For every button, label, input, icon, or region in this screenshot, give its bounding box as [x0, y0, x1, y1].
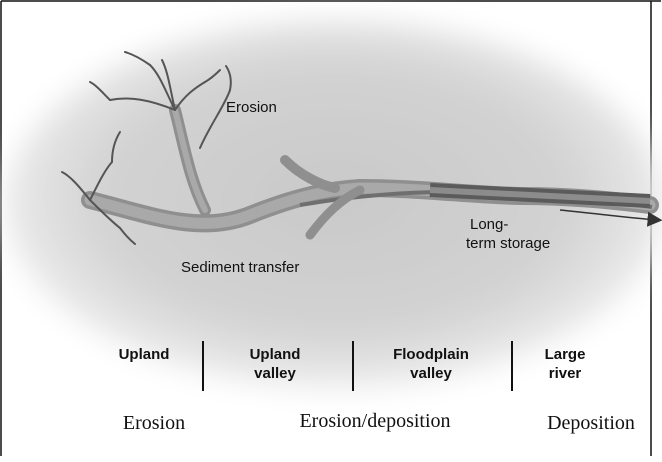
label-long-term-storage-line1: Long-	[470, 216, 508, 233]
process-label-deposition: Deposition	[547, 412, 635, 434]
process-label-erosion: Erosion	[123, 412, 185, 434]
label-erosion: Erosion	[226, 99, 277, 116]
process-label-erosion-deposition: Erosion/deposition	[299, 410, 450, 432]
label-long-term-storage-line2: term storage	[466, 235, 550, 252]
zone-label-1-line1: Upland	[119, 346, 170, 363]
zone-label-3-line1: Floodplain	[393, 346, 469, 363]
zone-label-3-line2: valley	[410, 365, 452, 382]
zone-label-4-line2: river	[549, 365, 582, 382]
zone-label-2-line1: Upland	[250, 346, 301, 363]
zone-label-2-line2: valley	[254, 365, 296, 382]
zone-label-4-line1: Large	[545, 346, 586, 363]
label-sediment-transfer: Sediment transfer	[181, 259, 299, 276]
